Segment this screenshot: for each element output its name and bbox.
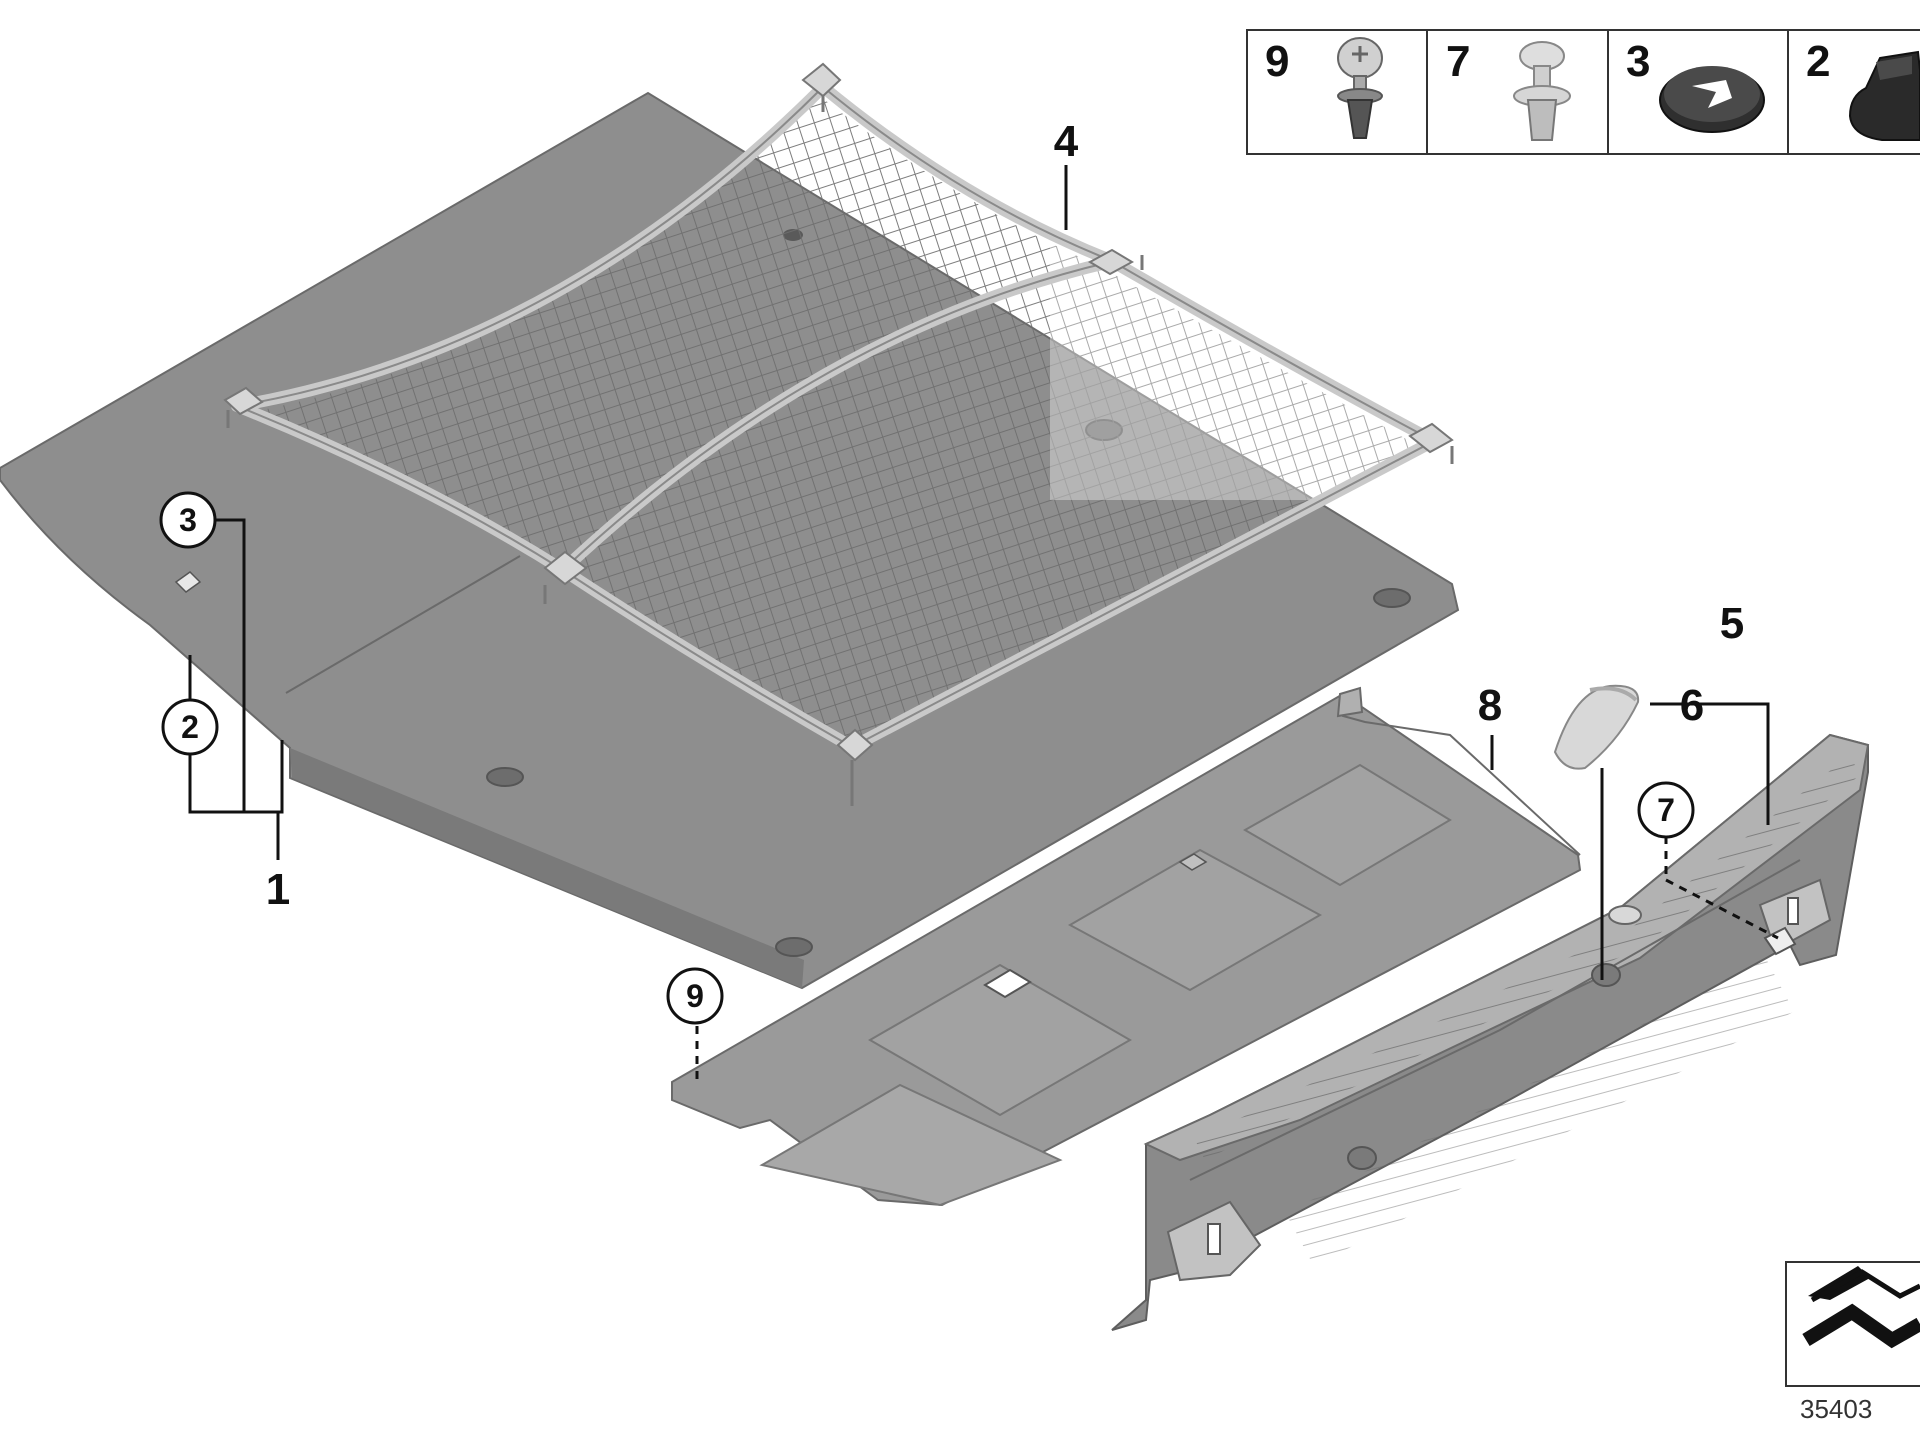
net-corner-hook [836,728,874,806]
callout-4: 4 [1054,117,1079,166]
callout-2-ring [161,698,219,756]
callout-7-ring [1637,781,1695,839]
legend-label-3: 3 [1626,37,1650,86]
callout-2: 2 [181,709,199,745]
fastener-legend: 9 7 3 2 [1246,29,1920,155]
expanding-rivet-icon [1513,41,1571,141]
legend-label-7: 7 [1446,37,1470,86]
panel-recess [1242,763,1452,887]
legend-label-9: 9 [1265,37,1289,86]
legend-label-2: 2 [1806,37,1830,86]
net-corner-hook [223,386,264,428]
nut-clip-icon [1848,50,1920,141]
callout-3-ring [159,491,217,549]
callout-9: 9 [686,978,704,1014]
callout-8: 8 [1478,681,1502,730]
callouts: 1 2 3 4 5 6 7 8 9 [159,117,1744,1025]
orientation-symbol [1785,1261,1920,1387]
floor-hole [1373,588,1411,608]
net-corner-hook [543,550,588,604]
reference-number: 35403 [1800,1394,1872,1424]
net-corner-hook [1408,422,1454,464]
callout-7: 7 [1657,792,1675,828]
panel-recess [867,963,1133,1117]
clip-slot [174,571,202,593]
panel-recess [759,1083,1063,1207]
net-corner-hook [1087,248,1144,276]
net-corner-hook [801,62,842,112]
cover-cap [1553,684,1640,770]
callout-3: 3 [179,502,197,538]
callout-5: 5 [1720,599,1744,648]
trunk-cover-panel [671,686,1582,1207]
panel-recess [1067,848,1323,992]
loading-sill-trim [1111,733,1870,1331]
callout-6: 6 [1680,681,1704,730]
screw-clip-icon [1337,37,1383,139]
floor-hole [775,937,813,957]
callout-9-ring [666,967,724,1025]
round-clip-icon [1659,66,1765,133]
callout-1: 1 [266,865,290,914]
floor-hole [486,767,524,787]
